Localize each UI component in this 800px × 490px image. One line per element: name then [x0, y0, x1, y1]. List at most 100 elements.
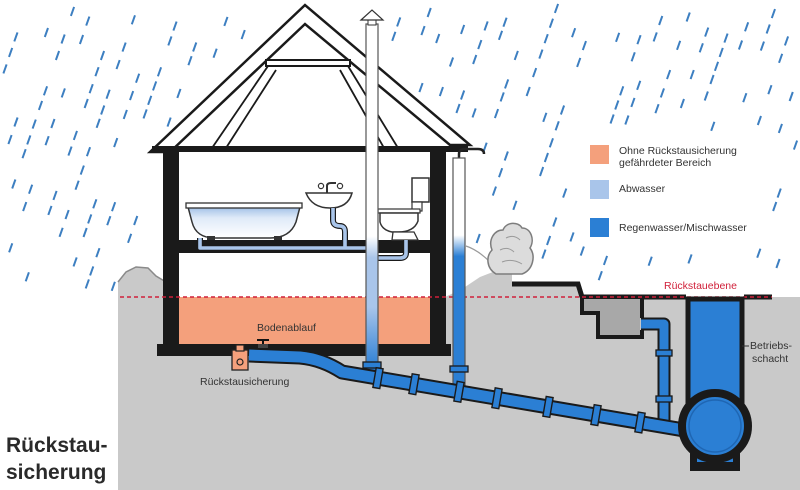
- rain-streak: [85, 16, 91, 26]
- rain-streak: [172, 21, 178, 31]
- rain-streak: [212, 48, 218, 59]
- rain-streak: [718, 47, 724, 58]
- rain-streak: [67, 146, 73, 156]
- main-pipe-sleeves: [372, 366, 646, 434]
- rain-streak: [142, 109, 148, 119]
- shaft-label-line1: Betriebs-: [750, 340, 793, 352]
- rain-streak: [553, 3, 560, 14]
- rain-streak: [685, 12, 691, 22]
- rain-streak: [652, 32, 658, 42]
- rain-streak: [569, 232, 575, 242]
- rain-streak: [630, 97, 636, 108]
- rain-streak: [129, 90, 135, 101]
- rain-streak: [85, 146, 92, 157]
- rain-streak: [756, 248, 762, 259]
- shaft-label-line2: schacht: [752, 353, 788, 365]
- rain: [2, 3, 799, 292]
- backflow-level-label: Rückstauebene: [664, 280, 737, 292]
- rain-streak: [624, 115, 630, 125]
- rain-streak: [460, 24, 466, 35]
- toilet-bowl: [379, 212, 419, 233]
- sewer-cross-section: [678, 389, 752, 463]
- roof: [146, 3, 474, 154]
- rain-streak: [24, 271, 30, 282]
- rain-streak: [659, 88, 665, 98]
- rain-streak: [50, 118, 56, 129]
- rain-streak: [792, 140, 799, 150]
- bathtub: [187, 206, 301, 239]
- pipe-sleeve: [542, 395, 554, 419]
- rain-streak: [2, 64, 8, 74]
- rain-streak: [737, 40, 744, 50]
- rain-streak: [788, 91, 794, 102]
- rain-streak: [135, 73, 141, 84]
- rain-streak: [498, 167, 504, 178]
- rain-streak: [709, 74, 715, 85]
- rain-streak: [52, 190, 58, 201]
- backflow-valve-label: Rückstausicherung: [200, 376, 289, 388]
- bathtub-foot: [274, 236, 282, 240]
- rain-streak: [44, 135, 50, 146]
- sewer-inner-ring: [688, 399, 742, 453]
- rain-streak: [106, 215, 112, 226]
- rock: [117, 266, 167, 283]
- endangered-basement-area: [179, 297, 430, 344]
- rain-streak: [471, 108, 477, 118]
- backflow-valve-flap: [236, 358, 244, 366]
- rain-streak: [223, 16, 229, 27]
- rain-streak: [127, 233, 133, 244]
- rain-streak: [72, 130, 78, 141]
- rain-streak: [8, 47, 14, 58]
- rain-streak: [435, 33, 441, 44]
- floor-drain-grate: [258, 344, 268, 348]
- rain-streak: [147, 95, 153, 106]
- rain-streak: [472, 54, 478, 65]
- rain-streak: [391, 31, 397, 42]
- rain-streak: [532, 67, 538, 78]
- faucet-handle: [317, 182, 325, 190]
- rain-streak: [28, 184, 34, 195]
- rain-streak: [64, 209, 70, 220]
- pipe-sleeve: [408, 372, 420, 396]
- rain-streak: [99, 50, 106, 61]
- legend-swatch-stormwater: [590, 218, 609, 237]
- street-inlet: [580, 299, 644, 339]
- rain-streak: [13, 117, 19, 127]
- rain-streak: [504, 79, 510, 89]
- rain-streak: [581, 40, 587, 51]
- rain-streak: [619, 85, 625, 96]
- rain-streak: [455, 103, 461, 114]
- rain-streak: [559, 105, 566, 115]
- rain-streak: [72, 257, 78, 267]
- rain-streak: [698, 42, 704, 53]
- rain-streak: [82, 227, 88, 238]
- legend-swatch-wastewater: [590, 180, 609, 199]
- rain-streak: [94, 66, 100, 77]
- rain-streak: [756, 115, 762, 126]
- rain-streak: [571, 27, 577, 38]
- pipe-sleeve: [453, 380, 465, 404]
- pipe-sleeve: [372, 366, 384, 390]
- street-inlet-interior: [584, 299, 640, 335]
- rain-streak: [11, 179, 17, 189]
- gutter: [457, 147, 486, 160]
- main-pipe: [248, 349, 691, 437]
- rain-streak: [133, 215, 139, 226]
- legend-label-stormwater: Regenwasser/Mischwasser: [619, 222, 747, 234]
- rain-streak: [84, 279, 90, 289]
- rain-streak: [448, 57, 455, 67]
- rain-streak: [502, 17, 508, 28]
- inlet-pipe: [641, 319, 669, 428]
- rain-streak: [499, 92, 505, 102]
- rain-streak: [497, 30, 504, 41]
- pipe-sleeve: [449, 365, 469, 373]
- rain-streak: [543, 33, 549, 44]
- bathtub-rim: [185, 202, 303, 209]
- rain-streak: [647, 256, 653, 267]
- rain-streak: [37, 100, 44, 111]
- rain-streak: [130, 14, 136, 25]
- rain-streak: [121, 42, 127, 52]
- rain-streak: [723, 33, 729, 43]
- sink: [304, 192, 353, 209]
- rain-streak: [95, 247, 101, 258]
